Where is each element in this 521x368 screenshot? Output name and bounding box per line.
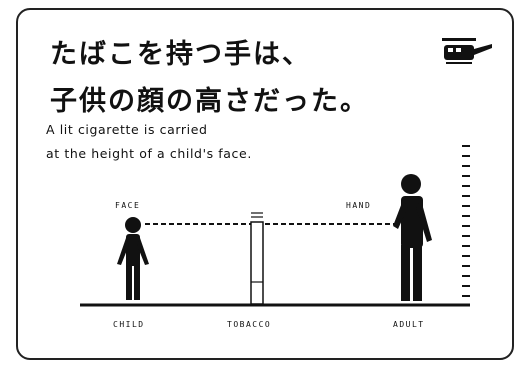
face-label: FACE [115,201,141,210]
child-figure [117,217,149,300]
height-scale [462,145,470,297]
helicopter-logo-icon [442,38,492,64]
adult-label: ADULT [393,320,425,329]
subtitle-line-1: A lit cigarette is carried [46,122,208,137]
child-label: CHILD [113,320,145,329]
cigarette-figure [250,212,264,305]
hand-label: HAND [346,201,372,210]
title-line-1: たばこを持つ手は、 [50,39,311,70]
title-line-2: 子供の顔の高さだった。 [50,86,369,117]
adult-figure [393,174,432,301]
poster-card [16,8,514,360]
subtitle-line-2: at the height of a child's face. [46,146,252,161]
tobacco-label: TOBACCO [227,320,272,329]
